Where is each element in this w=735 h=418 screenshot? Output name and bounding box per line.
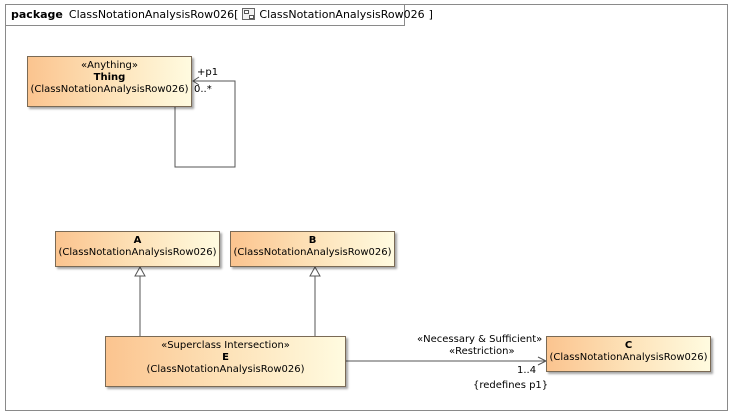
frame-bracket-close: ] <box>428 8 433 21</box>
self-association-arrowhead <box>192 76 200 86</box>
class-a-namespace: (ClassNotationAnalysisRow026) <box>58 247 217 258</box>
association-constraint: {redefines p1} <box>473 380 549 391</box>
self-association-line <box>174 80 236 168</box>
class-diagram-icon <box>242 8 256 20</box>
self-association-role: +p1 <box>197 67 219 78</box>
class-e-stereotype: «Superclass Intersection» <box>161 340 290 351</box>
class-e-name: E <box>222 352 229 363</box>
class-thing-namespace: (ClassNotationAnalysisRow026) <box>30 84 189 95</box>
class-e[interactable]: «Superclass Intersection» E (ClassNotati… <box>105 336 346 387</box>
association-multiplicity: 1..4 <box>517 365 537 376</box>
frame-bracket-open: [ <box>234 8 239 21</box>
frame-diagram-name: ClassNotationAnalysisRow026 <box>259 8 425 21</box>
generalization-e-to-a-arrowhead <box>134 265 146 277</box>
class-b[interactable]: B (ClassNotationAnalysisRow026) <box>230 231 395 267</box>
class-thing[interactable]: «Anything» Thing (ClassNotationAnalysisR… <box>27 56 192 107</box>
frame-package-name: ClassNotationAnalysisRow026 <box>68 8 235 21</box>
class-b-namespace: (ClassNotationAnalysisRow026) <box>233 247 392 258</box>
association-stereotype-necessary-sufficient: «Necessary & Sufficient» <box>417 334 543 345</box>
class-b-name: B <box>308 235 317 246</box>
class-a-name: A <box>133 235 142 246</box>
frame-keyword: package <box>11 8 63 21</box>
class-thing-name: Thing <box>93 72 126 83</box>
class-c-name: C <box>624 340 633 351</box>
self-association-multiplicity: 0..* <box>194 84 212 95</box>
class-e-namespace: (ClassNotationAnalysisRow026) <box>146 364 305 375</box>
class-thing-stereotype: «Anything» <box>80 60 139 71</box>
class-a[interactable]: A (ClassNotationAnalysisRow026) <box>55 231 220 267</box>
generalization-e-to-b-arrowhead <box>309 265 321 277</box>
class-c[interactable]: C (ClassNotationAnalysisRow026) <box>546 336 711 372</box>
class-c-namespace: (ClassNotationAnalysisRow026) <box>549 352 708 363</box>
association-stereotype-restriction: «Restriction» <box>449 346 515 357</box>
